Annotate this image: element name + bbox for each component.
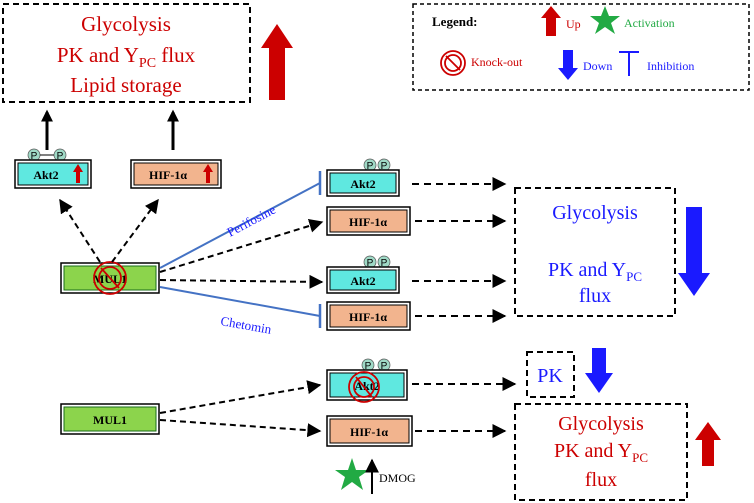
top-result-line-lipid: Lipid storage xyxy=(70,73,181,97)
hif1a-node-middle-2: HIF-1α xyxy=(326,301,411,331)
middle-result-flux: flux xyxy=(579,285,611,307)
activation-arrow xyxy=(159,274,324,289)
legend-inhibition-icon xyxy=(619,51,639,76)
legend-up-label: Up xyxy=(566,17,581,31)
chetomin-inhibition xyxy=(159,286,322,328)
akt2-label: Akt2 xyxy=(33,168,58,182)
legend-knockout-label: Knock-out xyxy=(471,55,523,69)
pk-result-box: PK xyxy=(526,351,575,398)
hif1a-node-top-left: HIF-1α xyxy=(130,159,222,189)
legend-up-icon xyxy=(541,6,561,36)
down-arrow-icon xyxy=(585,348,613,393)
phospho-label: P xyxy=(365,361,372,372)
knockout-icon xyxy=(348,371,380,403)
activation-arrow xyxy=(59,198,101,263)
akt2-node-middle-1: P P Akt2 xyxy=(326,158,400,197)
activation-arrow xyxy=(111,198,159,263)
bottom-result-flux: flux xyxy=(585,469,617,491)
top-result-line-glycolysis: Glycolysis xyxy=(81,12,171,36)
legend-star-icon xyxy=(590,6,620,34)
legend-inhibition-label: Inhibition xyxy=(647,59,694,73)
phospho-label: P xyxy=(367,258,374,269)
phospho-label: P xyxy=(381,258,388,269)
hif1a-node-bottom: HIF-1α xyxy=(326,415,413,447)
mul1-node-bottom: MUL1 xyxy=(60,403,160,435)
hif1a-node-middle-1: HIF-1α xyxy=(326,206,411,236)
akt2-node-middle-2: P P Akt2 xyxy=(326,255,400,294)
akt2-label: Akt2 xyxy=(350,274,375,288)
mul1-node-knockout: MUL1 xyxy=(60,261,160,295)
phospho-label: P xyxy=(57,151,64,162)
phospho-label: P xyxy=(31,151,38,162)
activation-arrow xyxy=(159,419,322,438)
hif1a-label: HIF-1α xyxy=(350,425,388,439)
hif1a-label: HIF-1α xyxy=(349,215,387,229)
akt2-label: Akt2 xyxy=(350,177,375,191)
legend-title: Legend: xyxy=(432,14,478,29)
dmog-label: DMOG xyxy=(379,471,416,485)
phospho-label: P xyxy=(381,161,388,172)
top-result-box: Glycolysis PK and YPC flux Lipid storage xyxy=(2,3,251,103)
up-arrow-icon xyxy=(695,422,721,466)
akt2-node-bottom: P P Akt2 xyxy=(326,358,408,403)
chetomin-label: Chetomin xyxy=(219,313,273,337)
top-result-line-pk-flux: PK and YPC flux xyxy=(57,43,196,71)
up-small-icon xyxy=(73,164,83,183)
activation-star-icon xyxy=(335,458,369,490)
knockout-icon xyxy=(93,261,127,295)
middle-result-box: Glycolysis PK and YPC flux xyxy=(514,187,676,317)
bottom-result-pk: PK and YPC xyxy=(554,440,648,465)
legend-down-label: Down xyxy=(583,59,612,73)
perifosine-label: Perifosine xyxy=(224,202,278,240)
up-small-icon xyxy=(203,164,213,183)
bottom-result-glycolysis: Glycolysis xyxy=(558,413,644,435)
bottom-result-box: Glycolysis PK and YPC flux xyxy=(514,403,688,501)
down-arrow-icon xyxy=(678,207,710,296)
activation-arrow xyxy=(159,380,322,414)
akt2-node-top-left: P P Akt2 xyxy=(14,148,92,189)
middle-result-glycolysis: Glycolysis xyxy=(552,202,638,224)
legend-down-icon xyxy=(558,50,578,80)
phospho-label: P xyxy=(381,361,388,372)
pk-result-label: PK xyxy=(537,365,563,387)
middle-result-pk: PK and YPC xyxy=(548,259,642,284)
hif1a-label: HIF-1α xyxy=(349,310,387,324)
legend: Legend: Up Activation Knock-out Down Inh… xyxy=(412,3,750,91)
mul1-label: MUL1 xyxy=(93,413,127,427)
phospho-label: P xyxy=(367,161,374,172)
legend-knockout-icon xyxy=(440,50,466,76)
activation-arrow xyxy=(159,219,324,273)
hif1a-label: HIF-1α xyxy=(149,168,187,182)
perifosine-inhibition xyxy=(159,171,322,269)
up-arrow-icon xyxy=(261,24,293,100)
legend-activation-label: Activation xyxy=(624,16,675,30)
